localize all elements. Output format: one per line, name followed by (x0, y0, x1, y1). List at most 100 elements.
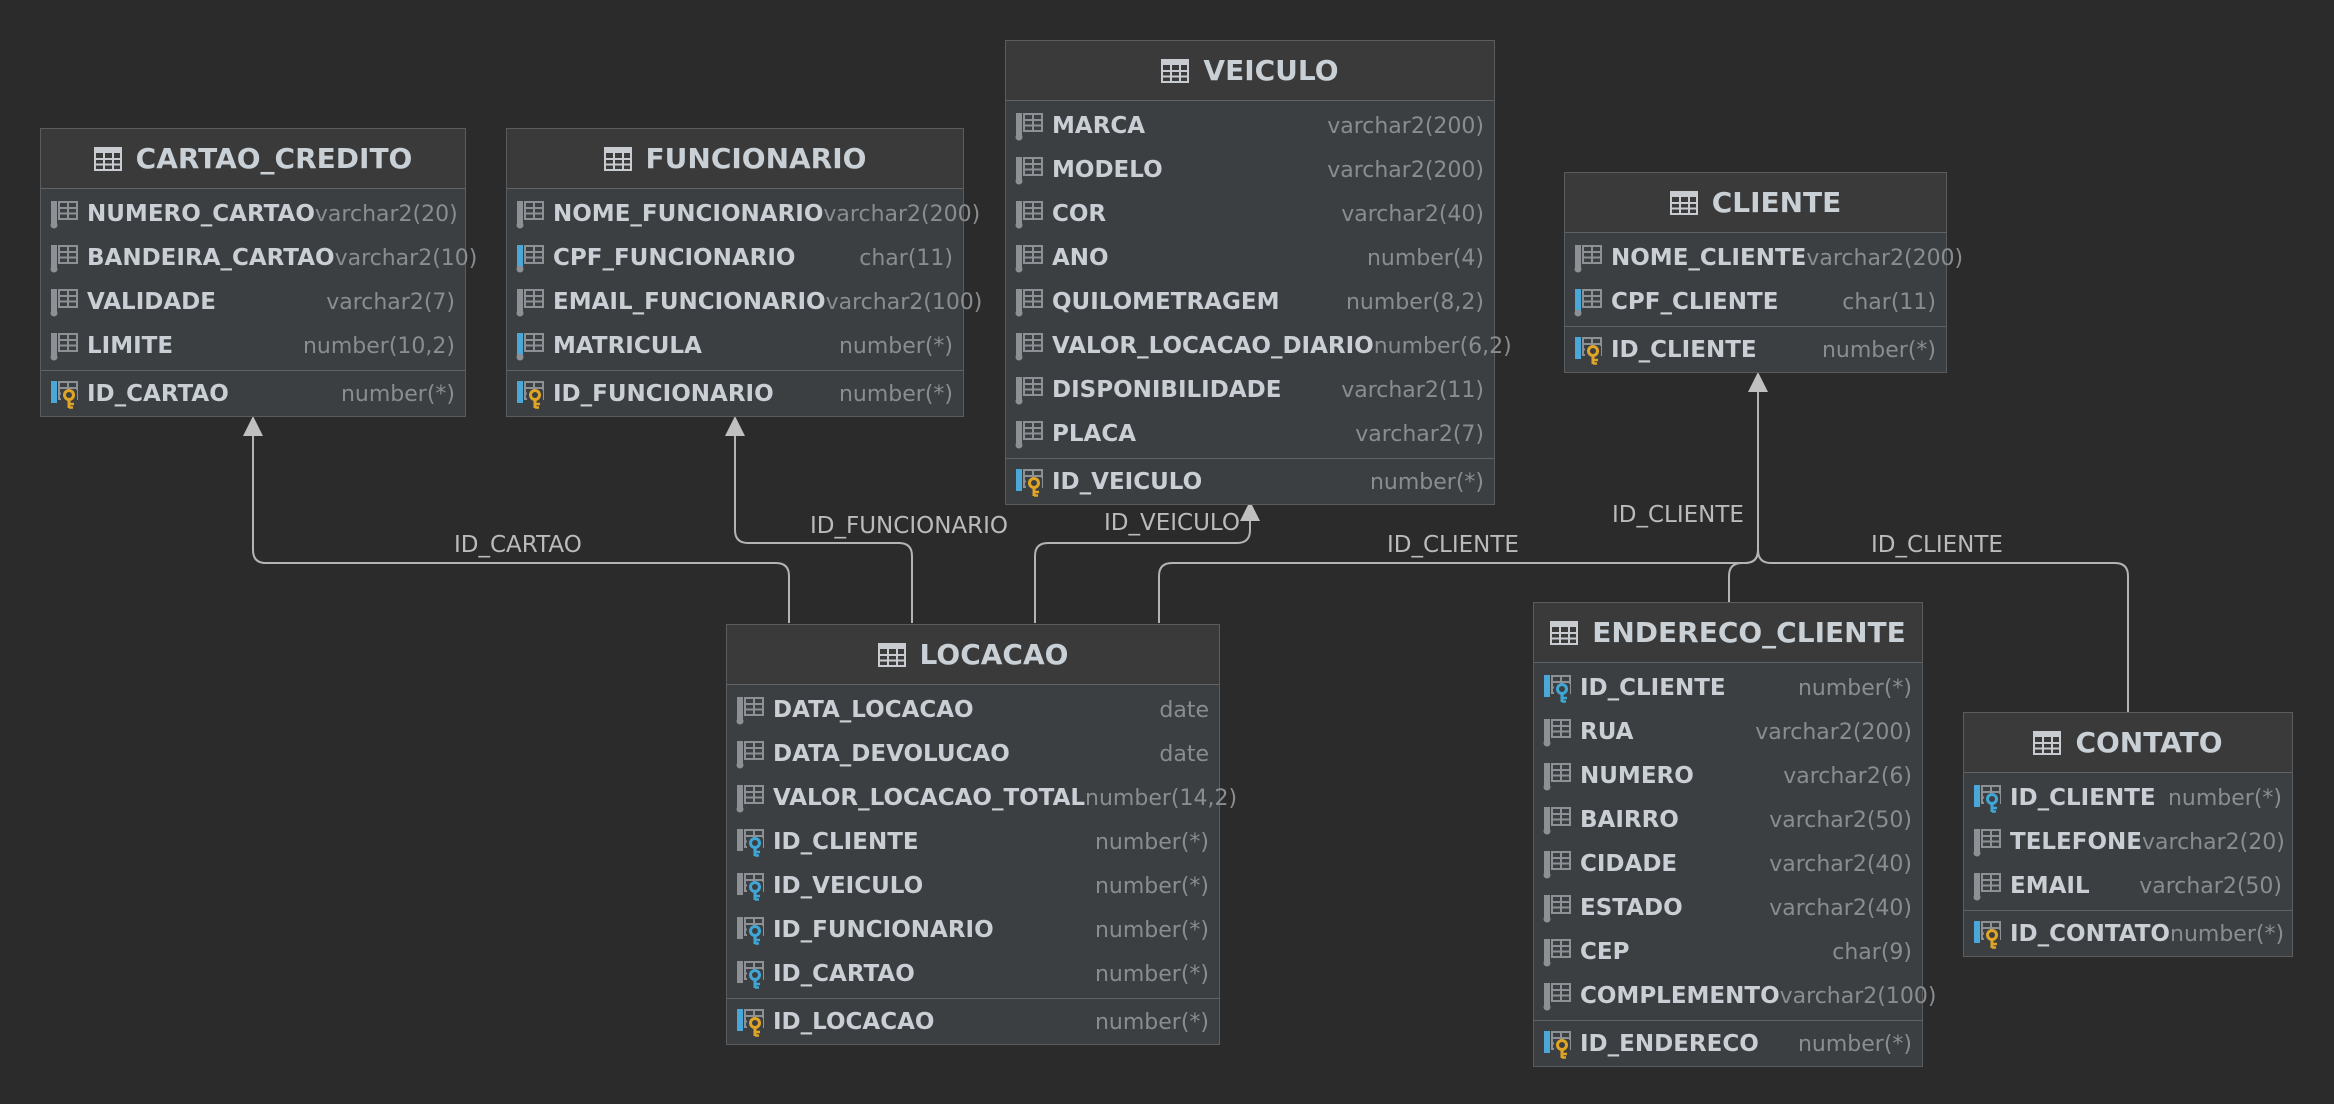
column-icon (1542, 849, 1572, 879)
table-header[interactable]: VEICULO (1006, 41, 1494, 101)
table-name: VEICULO (1203, 54, 1339, 87)
column-type: number(*) (1094, 917, 1209, 943)
column-type: number(*) (2170, 921, 2285, 947)
table-header[interactable]: CARTAO_CREDITO (41, 129, 465, 189)
table-header[interactable]: ENDERECO_CLIENTE (1534, 603, 1922, 663)
column-icon (1542, 805, 1572, 835)
column-type: number(*) (1094, 961, 1209, 987)
relation-label-cartao: ID_CARTAO (454, 532, 582, 558)
unique-column-icon (515, 243, 545, 273)
column-type: char(11) (859, 245, 953, 271)
table-header[interactable]: CLIENTE (1565, 173, 1946, 233)
relation-label-cliente-endereco: ID_CLIENTE (1612, 502, 1744, 528)
column-name: ANO (1052, 245, 1109, 271)
column-type: number(8,2) (1345, 289, 1484, 315)
column-name: ID_FUNCIONARIO (553, 381, 774, 407)
table-name: ENDERECO_CLIENTE (1592, 616, 1906, 649)
table-header[interactable]: FUNCIONARIO (507, 129, 963, 189)
column-name: ID_VEICULO (773, 873, 924, 899)
column-type: varchar2(7) (1355, 421, 1484, 447)
column-name: VALOR_LOCACAO_DIARIO (1052, 333, 1374, 359)
column-type: varchar2(50) (1769, 807, 1912, 833)
column-row-bairro[interactable]: BAIRRO varchar2(50) (1534, 798, 1922, 842)
column-name: COR (1052, 201, 1107, 227)
relation-line-veiculo (1034, 501, 1260, 623)
column-name: BANDEIRA_CARTAO (87, 245, 335, 271)
column-type: varchar2(20) (2142, 829, 2285, 855)
column-type: varchar2(100) (825, 289, 983, 315)
relation-line-cartao (243, 416, 790, 623)
column-type: number(*) (1797, 1031, 1912, 1057)
column-icon (1014, 199, 1044, 229)
table-icon (1669, 190, 1698, 215)
table-header[interactable]: LOCACAO (727, 625, 1219, 685)
column-name: COMPLEMENTO (1580, 983, 1780, 1009)
relation-line-cliente-contato (1757, 549, 2129, 712)
pk-separator (1006, 458, 1494, 459)
table-header[interactable]: CONTATO (1964, 713, 2292, 773)
primary-key-column-icon (1014, 467, 1044, 497)
primary-key-column-icon (735, 1007, 765, 1037)
pk-separator (1964, 910, 2292, 911)
column-type: char(9) (1832, 939, 1912, 965)
unique-column-icon (1573, 287, 1603, 317)
relation-label-funcionario: ID_FUNCIONARIO (810, 513, 1008, 539)
column-type: varchar2(100) (1779, 983, 1937, 1009)
column-name: BAIRRO (1580, 807, 1679, 833)
foreign-key-column-icon (1542, 673, 1572, 703)
column-type: varchar2(11) (1341, 377, 1484, 403)
column-type: number(10,2) (302, 333, 455, 359)
column-type: number(*) (838, 333, 953, 359)
column-type: date (1159, 697, 1209, 723)
